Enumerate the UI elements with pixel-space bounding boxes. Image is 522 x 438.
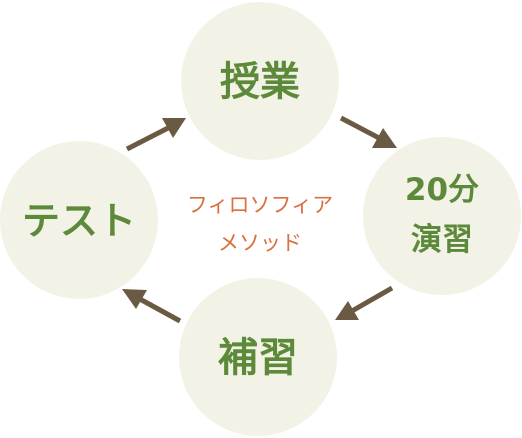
node-top-label: 授業 — [220, 59, 300, 105]
arrow-right-to-bottom-head — [335, 301, 359, 320]
node-top: 授業 — [181, 2, 339, 160]
arrow-top-to-right-shaft — [339, 115, 383, 142]
node-left-label: テスト — [22, 199, 136, 243]
node-right-label-line1: 20分 — [405, 172, 479, 208]
arrow-top-to-right — [339, 115, 397, 148]
node-right-label-line2: 演習 — [411, 222, 473, 258]
arrow-bottom-to-left-shaft — [136, 295, 182, 324]
arrow-bottom-to-left — [122, 289, 182, 324]
center-label-line2: メソッド — [218, 231, 302, 255]
arrow-top-to-right-head — [372, 128, 397, 148]
node-left: テスト — [0, 141, 158, 299]
arrow-left-to-top-shaft — [125, 124, 172, 152]
center-label-line1: フィロソフィア — [187, 193, 333, 217]
node-left-circle — [0, 141, 158, 299]
arrow-left-to-top — [125, 118, 186, 152]
arrow-right-to-bottom — [335, 285, 394, 320]
node-bottom-label: 補習 — [218, 335, 298, 381]
node-bottom-circle — [179, 278, 337, 436]
arrow-right-to-bottom-shaft — [350, 285, 394, 314]
node-bottom: 補習 — [179, 278, 337, 436]
arrow-left-to-top-head — [162, 118, 186, 138]
node-right: 20分 演習 — [363, 137, 521, 295]
node-right-circle — [363, 137, 521, 295]
node-top-circle — [181, 2, 339, 160]
arrow-bottom-to-left-head — [122, 289, 147, 309]
